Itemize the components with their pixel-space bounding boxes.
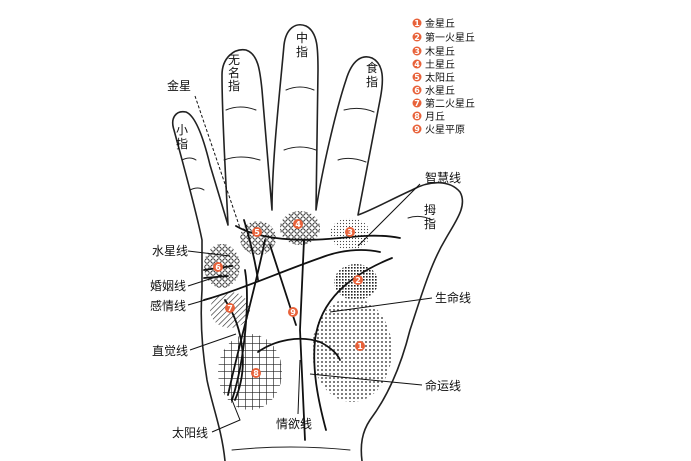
finger-creases xyxy=(181,86,433,451)
badge-6: 6 xyxy=(213,262,223,272)
label-sun-line: 太阳线 xyxy=(172,425,208,440)
svg-text:7: 7 xyxy=(227,304,233,313)
svg-text:3: 3 xyxy=(347,228,353,237)
svg-text:土星丘: 土星丘 xyxy=(425,58,455,71)
badge-9: 9 xyxy=(288,307,298,317)
legend-item: 9 火星平原 xyxy=(412,124,465,136)
label-intuition-line: 直觉线 xyxy=(152,344,188,358)
svg-text:木星丘: 木星丘 xyxy=(425,46,455,58)
legend-item: 5 太阳丘 xyxy=(412,71,455,84)
fate-line xyxy=(299,239,306,441)
label-thumb-2: 指 xyxy=(424,216,436,231)
svg-text:9: 9 xyxy=(290,308,296,317)
badge-4: 4 xyxy=(293,219,303,229)
finger-labels: 中 指 无 名 指 食 指 小 指 拇 指 xyxy=(176,30,436,231)
heart-line xyxy=(203,249,381,301)
svg-text:4: 4 xyxy=(414,60,420,69)
svg-text:第一火星丘: 第一火星丘 xyxy=(425,31,475,44)
label-middle-finger-1: 中 xyxy=(296,30,308,45)
mount-sun xyxy=(240,221,276,255)
svg-text:6: 6 xyxy=(215,263,221,272)
svg-text:5: 5 xyxy=(254,228,260,237)
legend-item: 2 第一火星丘 xyxy=(412,31,475,44)
svg-text:1: 1 xyxy=(357,342,363,351)
svg-text:金星丘: 金星丘 xyxy=(425,17,455,30)
legend-item: 3 木星丘 xyxy=(412,46,455,58)
label-thumb-1: 拇 xyxy=(424,203,436,217)
label-ring-finger-1: 无 xyxy=(228,53,240,67)
svg-text:4: 4 xyxy=(295,220,301,229)
legend-item: 4 土星丘 xyxy=(412,58,455,71)
label-index-finger-2: 指 xyxy=(366,74,378,89)
label-middle-finger-2: 指 xyxy=(296,44,308,59)
label-little-finger-1: 小 xyxy=(176,123,188,137)
lust-line xyxy=(257,337,341,361)
label-little-finger-2: 指 xyxy=(176,136,188,151)
legend-item: 6 水星丘 xyxy=(412,85,455,97)
svg-text:8: 8 xyxy=(253,369,259,378)
label-index-finger-1: 食 xyxy=(366,60,378,75)
badge-1: 1 xyxy=(355,341,365,351)
badge-8: 8 xyxy=(251,368,261,378)
label-heart-line: 感情线 xyxy=(150,298,186,313)
label-life-line: 生命线 xyxy=(435,290,471,305)
svg-text:火星平原: 火星平原 xyxy=(425,124,465,136)
line-labels: 金星 智慧线 水星线 婚姻线 感情线 生命线 直觉线 命运线 太阳线 情欲线 xyxy=(150,78,471,440)
label-marriage-line: 婚姻线 xyxy=(150,278,186,293)
svg-text:太阳丘: 太阳丘 xyxy=(425,71,455,84)
label-mercury-line: 水星线 xyxy=(152,244,188,258)
mount-badges: 1 2 3 4 5 6 7 8 9 xyxy=(213,219,365,378)
svg-text:月丘: 月丘 xyxy=(425,111,445,123)
mount-venus xyxy=(312,298,392,402)
svg-text:6: 6 xyxy=(414,86,420,95)
svg-text:水星丘: 水星丘 xyxy=(425,85,455,97)
mount-moon xyxy=(218,334,282,410)
label-venus: 金星 xyxy=(167,78,191,93)
legend-item: 7 第二火星丘 xyxy=(412,97,475,110)
svg-text:3: 3 xyxy=(414,47,420,56)
svg-text:7: 7 xyxy=(414,99,420,108)
svg-text:9: 9 xyxy=(414,125,420,134)
mercury-line xyxy=(231,244,297,401)
legend-item: 1 金星丘 xyxy=(412,17,455,30)
svg-text:2: 2 xyxy=(414,33,420,42)
svg-text:5: 5 xyxy=(414,73,420,82)
legend: 1 金星丘 2 第一火星丘 3 木星丘 4 土星丘 5 太阳丘 6 水星丘 7 第二火星丘 8… xyxy=(412,17,475,136)
svg-text:1: 1 xyxy=(414,19,420,28)
svg-text:第二火星丘: 第二火星丘 xyxy=(425,97,475,110)
badge-2: 2 xyxy=(353,275,363,285)
svg-text:2: 2 xyxy=(355,276,361,285)
label-ring-finger-3: 指 xyxy=(228,78,240,93)
label-fate-line: 命运线 xyxy=(425,378,461,393)
hand-outline xyxy=(171,24,464,461)
hand-extra-line xyxy=(243,219,259,281)
legend-item: 8 月丘 xyxy=(412,111,445,123)
badge-3: 3 xyxy=(345,227,355,237)
badge-5: 5 xyxy=(252,227,262,237)
svg-text:8: 8 xyxy=(414,112,420,121)
badge-7: 7 xyxy=(225,303,235,313)
label-ring-finger-2: 名 xyxy=(228,65,240,80)
label-lust-line: 情欲线 xyxy=(276,417,312,431)
label-head-line: 智慧线 xyxy=(425,170,461,185)
